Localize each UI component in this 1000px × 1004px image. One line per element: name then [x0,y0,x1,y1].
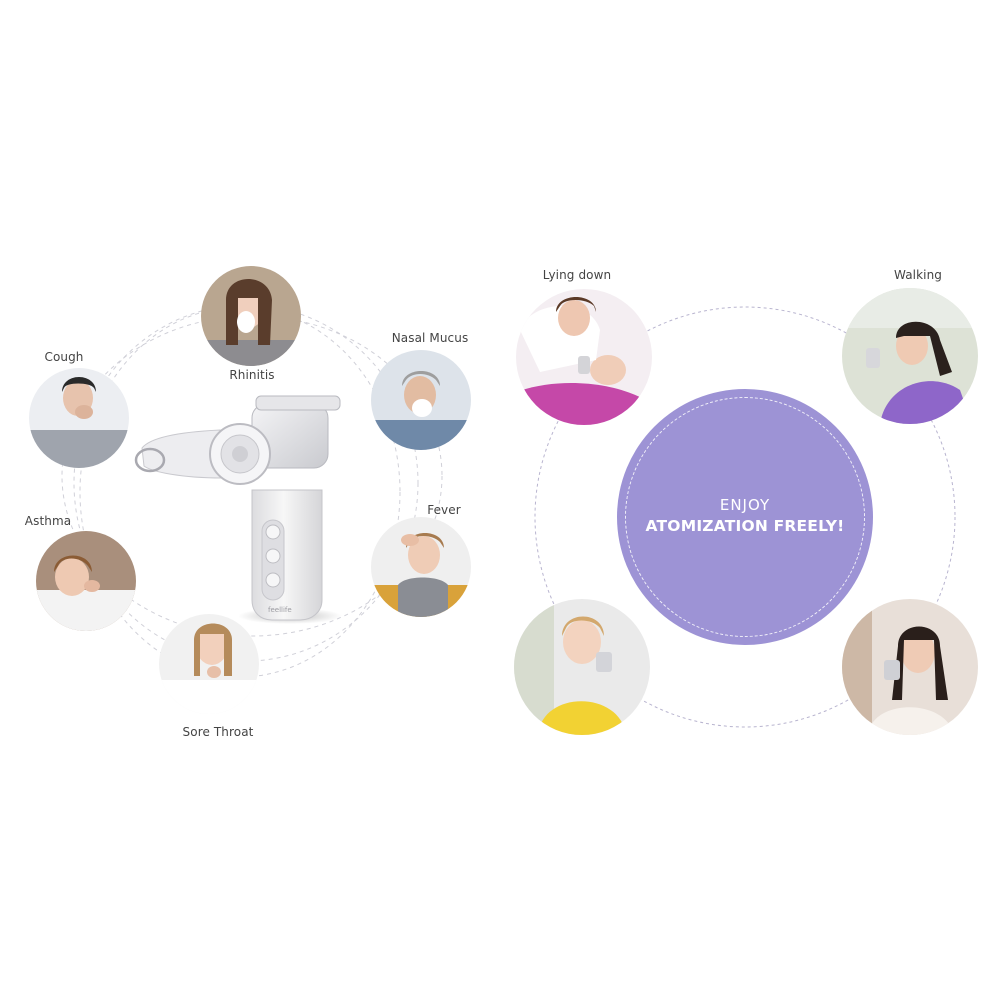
symptom-label-sore-throat: Sore Throat [182,725,254,739]
device-brand-text: feellife [268,606,292,614]
symptom-label-fever: Fever [427,503,461,517]
atomization-freely-text: ATOMIZATION FREELY! [645,517,845,535]
mesh-nebulizer-device: feellife [134,395,342,624]
cough-photo [29,368,129,468]
walking-photo [842,288,978,424]
right-dashed-ring [534,306,956,728]
disc-dashed-ring [625,397,865,637]
disc-text: ENJOY ATOMIZATION FREELY! [617,495,873,537]
woman-inhaling-photo [842,599,978,735]
enjoy-atomization-disc: ENJOY ATOMIZATION FREELY! [617,389,873,645]
sore-throat-photo [159,614,259,714]
symptom-label-rhinitis: Rhinitis [229,368,275,382]
asthma-photo [36,531,136,631]
usage-label-lying-down: Lying down [542,268,612,282]
symptom-label-cough: Cough [44,350,84,364]
symptom-label-asthma: Asthma [24,514,72,528]
lying-down-photo [516,289,652,425]
usage-label-walking: Walking [894,268,942,282]
fever-photo [371,517,471,617]
symptom-label-nasal-mucus: Nasal Mucus [391,331,469,345]
nasal-mucus-photo [371,350,471,450]
enjoy-text: ENJOY [719,496,771,514]
rhinitis-photo [201,266,301,366]
girl-inhaling-photo [514,599,650,735]
